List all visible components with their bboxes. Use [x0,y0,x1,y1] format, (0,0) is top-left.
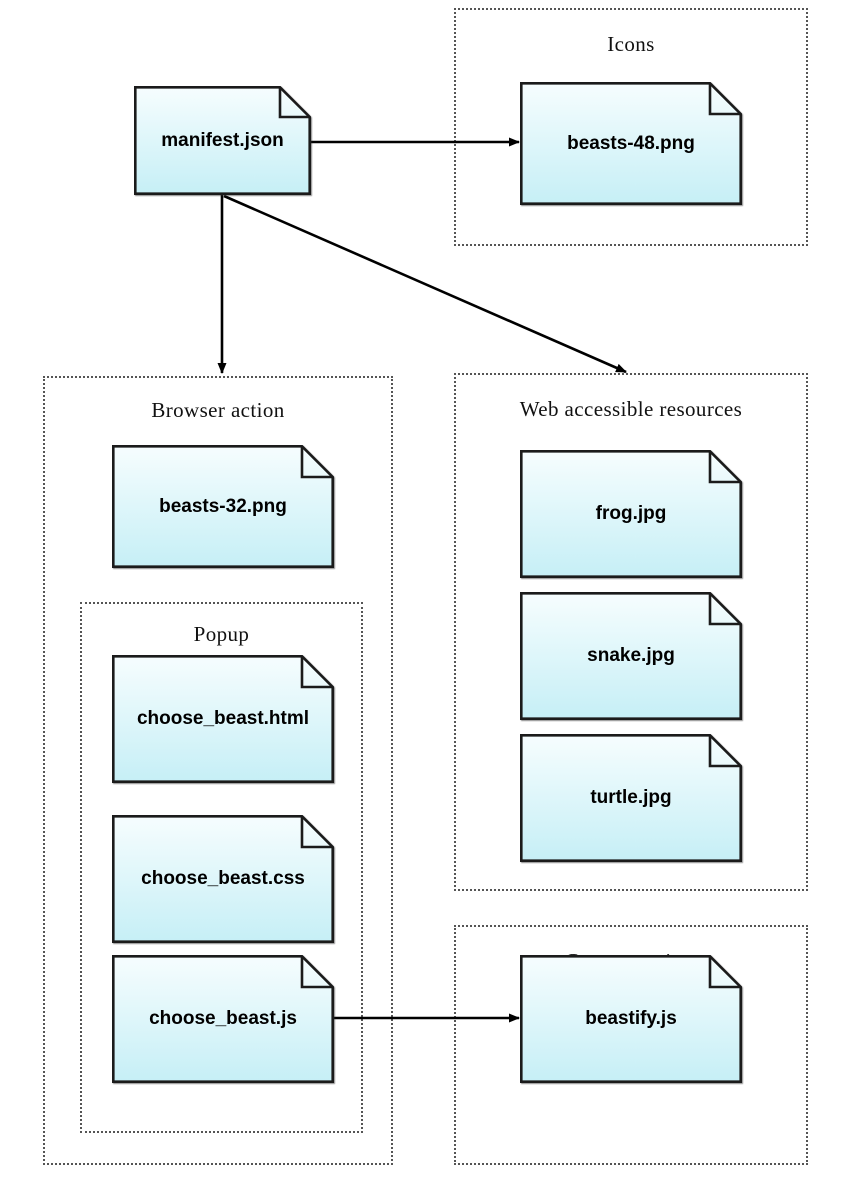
file-node-choose-beast-html[interactable]: choose_beast.html [112,655,334,783]
group-browser-action: Browser action [43,376,393,1165]
group-web-accessible-resources-label: Web accessible resources [519,397,743,421]
group-popup: Popup [80,602,363,1133]
note-shape [520,955,742,1083]
file-node-beasts-32-png[interactable]: beasts-32.png [112,445,334,568]
file-node-beasts-48-png[interactable]: beasts-48.png [520,82,742,205]
file-node-manifest-json[interactable]: manifest.json [134,86,311,195]
note-shape [520,82,742,205]
note-shape [112,655,334,783]
note-shape [520,450,742,578]
file-node-frog-jpg[interactable]: frog.jpg [520,450,742,578]
file-node-choose-beast-css[interactable]: choose_beast.css [112,815,334,943]
group-popup-label: Popup [193,622,250,646]
note-shape [112,955,334,1083]
group-browser-action-label: Browser action [151,398,285,422]
file-node-snake-jpg[interactable]: snake.jpg [520,592,742,720]
file-node-beastify-js[interactable]: beastify.js [520,955,742,1083]
file-node-turtle-jpg[interactable]: turtle.jpg [520,734,742,862]
note-shape [112,815,334,943]
group-icons-label: Icons [607,32,655,56]
note-shape [134,86,311,195]
note-shape [520,734,742,862]
note-shape [112,445,334,568]
group-icons: Icons [454,8,808,246]
note-shape [520,592,742,720]
group-web-accessible-resources: Web accessible resources [454,373,808,891]
file-node-choose-beast-js[interactable]: choose_beast.js [112,955,334,1083]
